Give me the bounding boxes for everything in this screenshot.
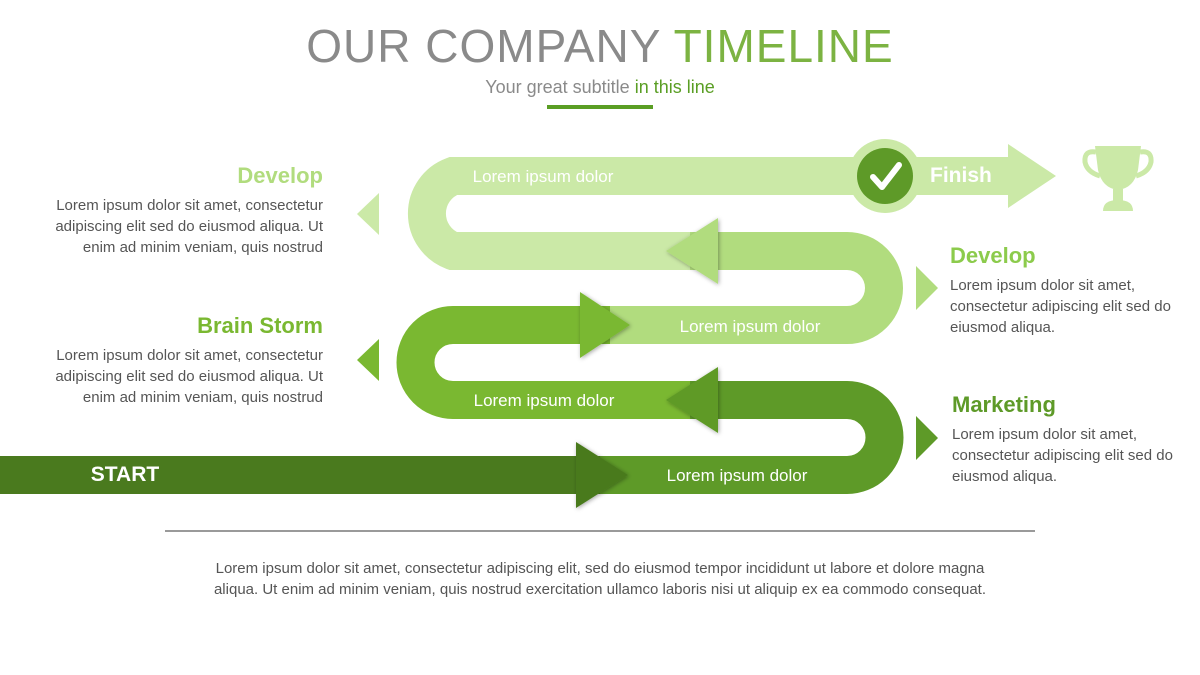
step-heading: Brain Storm [197,313,323,338]
start-label: START [90,463,160,486]
subtitle-main: Your great subtitle [485,77,630,97]
chevron-arrow-left-icon [666,218,718,284]
band-label-top: Lorem ipsum dolor [472,167,614,186]
step-heading: Marketing [952,392,1056,417]
step-text: Lorem ipsum dolor sit amet, consectetur … [950,277,1171,336]
path-band-2 [590,381,904,494]
finish-arrowhead [1008,144,1056,208]
chevron-arrow-right-icon [576,442,628,508]
chevron-arrow-right-icon [580,292,630,358]
path-band-4 [590,232,903,344]
band-label-4: Lorem ipsum dolor [679,317,821,336]
step-brainstorm: Brain Storm Lorem ipsum dolor sit amet, … [30,313,323,408]
finish-label: Finish [930,164,992,187]
step-develop-left: Develop Lorem ipsum dolor sit amet, cons… [30,163,323,258]
pointer-arrow-right-icon [916,266,938,310]
step-heading: Develop [237,163,323,188]
band-label-2: Lorem ipsum dolor [666,466,808,485]
title-main: OUR COMPANY [306,20,661,72]
path-band-top-straight [650,157,1020,195]
page-subtitle: Your great subtitle in this line [0,77,1200,98]
step-text: Lorem ipsum dolor sit amet, consectetur … [952,426,1173,485]
pointer-arrow-left-icon [357,193,379,235]
subtitle-accent: in this line [634,77,715,97]
trophy-icon [1082,146,1154,211]
footer-text: Lorem ipsum dolor sit amet, consectetur … [213,560,987,598]
step-text: Lorem ipsum dolor sit amet, consectetur … [55,197,323,256]
divider [165,530,1035,532]
path-band-top [408,157,700,270]
subtitle-underline [547,105,653,109]
path-band-3 [396,306,700,419]
page-title: OUR COMPANY TIMELINE [0,20,1200,72]
pointer-arrow-right-icon [916,416,938,460]
pointer-arrow-left-icon [357,339,379,381]
chevron-arrow-left-icon [666,367,718,433]
step-heading: Develop [950,243,1036,268]
check-icon [848,139,922,213]
path-band-start [0,456,600,494]
title-accent: TIMELINE [673,20,894,72]
step-text: Lorem ipsum dolor sit amet, consectetur … [55,347,323,406]
band-label-3: Lorem ipsum dolor [473,391,615,410]
step-marketing: Marketing Lorem ipsum dolor sit amet, co… [952,392,1177,487]
step-develop-right: Develop Lorem ipsum dolor sit amet, cons… [950,243,1175,338]
